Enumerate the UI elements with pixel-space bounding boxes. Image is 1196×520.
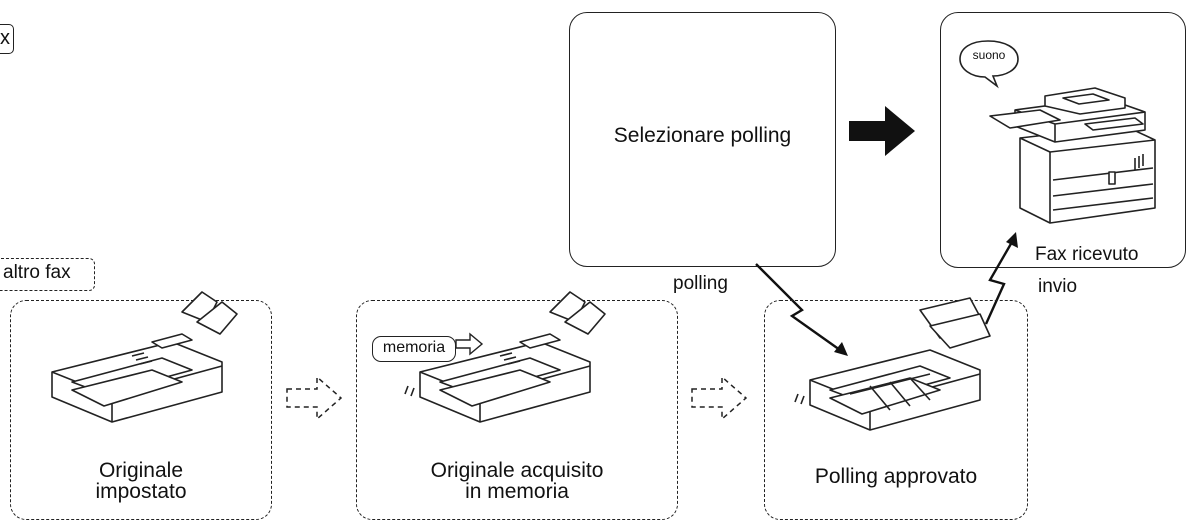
- step-1-line2: impostato: [95, 480, 187, 503]
- polling-zigzag-arrow: [755, 263, 848, 356]
- send-zigzag-arrow: [984, 232, 1018, 325]
- right-arrow-icon: [849, 106, 915, 156]
- memory-tag: [372, 336, 456, 362]
- fax-machine-icon: [794, 297, 991, 431]
- step-2-line2: in memoria: [465, 480, 569, 503]
- other-fax-tag: [0, 258, 95, 291]
- corner-tag: [0, 24, 14, 54]
- select-polling-label: Selezionare polling: [613, 124, 792, 147]
- copier-icon: [989, 87, 1156, 224]
- dashed-arrow-icon: [286, 375, 343, 421]
- step-3-line1: Polling approvato: [814, 465, 978, 488]
- corner-tag-text: x: [0, 27, 10, 49]
- memory-tag-text: memoria: [382, 339, 446, 356]
- fax-received-label: Fax ricevuto: [1035, 244, 1139, 265]
- other-fax-tag-text: altro fax: [3, 262, 71, 283]
- speech-bubble-icon: [959, 40, 1019, 89]
- step-1-line1: Originale: [98, 459, 184, 482]
- polling-arrow-label: polling: [673, 273, 728, 294]
- fax-machine-icon: [404, 291, 606, 423]
- fax-machine-icon: [51, 291, 238, 423]
- select-polling-box: [569, 12, 836, 267]
- sound-bubble-text: suono: [972, 48, 1006, 62]
- memory-arrow-icon: [455, 332, 484, 356]
- send-arrow-label: invio: [1038, 276, 1078, 297]
- step-2-line1: Originale acquisito: [430, 459, 604, 482]
- dashed-arrow-icon: [691, 375, 748, 421]
